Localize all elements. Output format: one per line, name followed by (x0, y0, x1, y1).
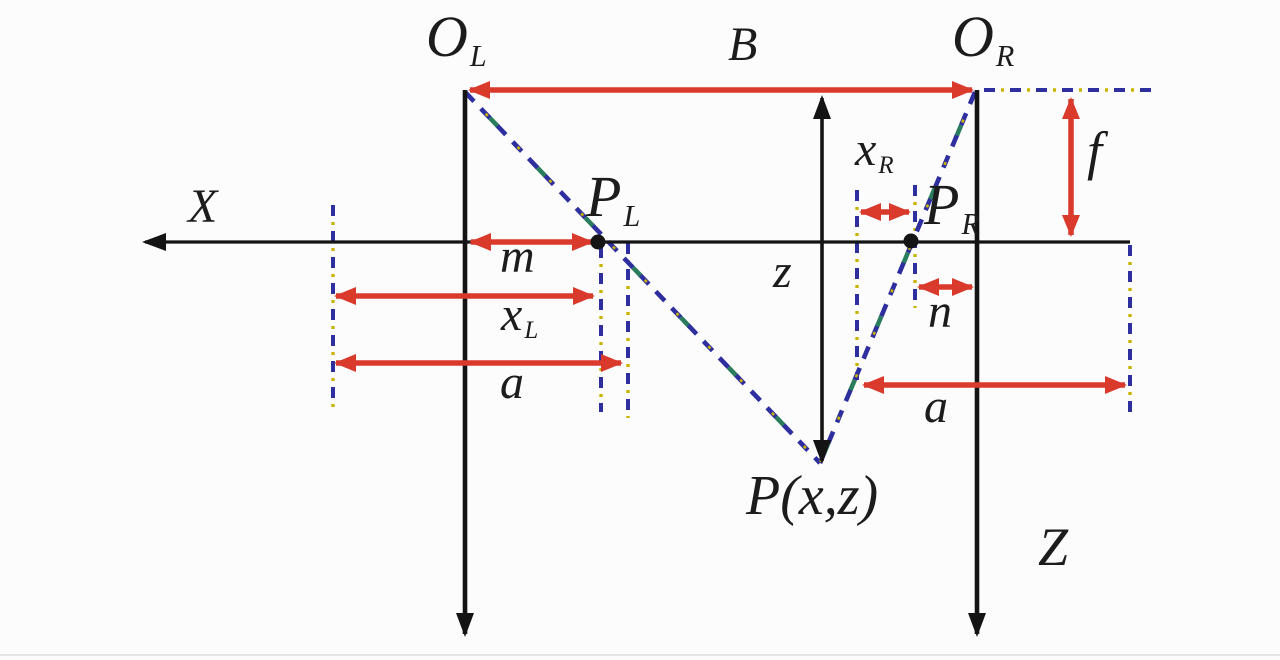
label-image-point-right: PR (924, 172, 980, 242)
label-x-right: xR (855, 123, 894, 180)
label-n-offset: n (928, 285, 952, 338)
ray-left-optical-center-to-point (463, 90, 822, 465)
label-baseline: B (728, 18, 758, 71)
label-x-axis: X (188, 180, 218, 233)
label-image-point-left: PL (586, 164, 641, 234)
label-depth: z (773, 245, 792, 298)
label-focal-length: f (1087, 121, 1103, 181)
left-image-point-dot (590, 234, 606, 250)
label-optical-center-left: OL (426, 4, 487, 74)
ray-right-optical-center-to-point (817, 91, 978, 464)
label-scene-point: P(x,z) (746, 465, 879, 527)
label-optical-center-right: OR (952, 4, 1015, 74)
label-x-left: xL (501, 288, 539, 345)
right-image-point-dot (903, 233, 919, 249)
label-a-right: a (924, 380, 948, 433)
label-m-offset: m (500, 230, 535, 283)
label-z-axis: Z (1038, 517, 1069, 577)
label-a-left: a (500, 356, 524, 409)
